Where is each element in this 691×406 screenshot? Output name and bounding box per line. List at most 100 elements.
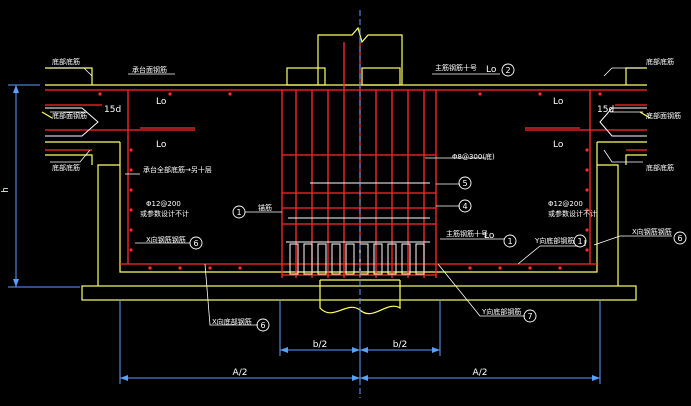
bottom-stirrup-5 — [345, 243, 355, 275]
bottom-stirrup-9 — [401, 243, 411, 275]
label-cap-rebar-note: 承台全部底筋→另十层 — [143, 165, 212, 174]
dot — [585, 208, 589, 212]
marker-7: 7 — [527, 312, 532, 321]
arrow — [432, 347, 440, 353]
lo-right-upper: Lo — [553, 97, 564, 107]
marker-texts: 2 5 4 1 1 1 6 6 6 7 — [193, 66, 682, 330]
stirrups — [286, 182, 430, 275]
marker-1-right2-circle — [573, 234, 587, 248]
dot — [468, 266, 472, 270]
marker-1-left-circle — [232, 205, 246, 219]
dot — [129, 248, 133, 252]
dot — [129, 168, 133, 172]
label-left-bar-note: 或参数设计不计 — [140, 209, 189, 218]
dot — [585, 148, 589, 152]
arrow — [352, 347, 360, 353]
label-stirrup-spec: Φ8@300(底) — [452, 152, 495, 161]
dot — [585, 228, 589, 232]
marker-2-circle — [501, 63, 515, 77]
dot — [208, 266, 212, 270]
marker-6-left-circle — [189, 236, 203, 250]
right-break — [639, 111, 651, 119]
bottom-stirrup-2 — [303, 243, 313, 275]
label-top-left-2: 承台面钢筋 — [132, 65, 167, 74]
arrow — [13, 85, 19, 93]
dot — [598, 92, 602, 96]
anchor-bends — [45, 107, 647, 137]
arrow — [120, 375, 128, 381]
leader-bot-left — [50, 149, 91, 163]
bottom-stirrup-6 — [359, 243, 369, 275]
bottom-stirrup-7 — [373, 243, 383, 275]
marker-6-right-circle — [673, 231, 687, 245]
dot — [148, 266, 152, 270]
label-x-side-bar-right: X向钢筋钢筋 — [632, 227, 672, 236]
leader-top-right-1 — [603, 67, 643, 77]
label-y-bottom-bar-center: Y向底部钢筋 — [481, 307, 521, 316]
dot — [98, 92, 102, 96]
anchor-len-left: 15d — [104, 105, 121, 115]
dot — [129, 208, 133, 212]
lo-left-lower: Lo — [156, 140, 167, 150]
dot — [538, 92, 542, 96]
label-top-right-1: 底部底筋 — [646, 57, 674, 66]
leaders — [50, 67, 672, 326]
markers — [189, 63, 687, 332]
leader-m6-bottom — [204, 263, 258, 326]
marker-1-left: 1 — [236, 208, 241, 217]
label-right-bar-spec: Φ12@200 — [548, 200, 583, 208]
leader-m7 — [437, 263, 525, 317]
lo-labels: Lo Lo Lo Lo Lo Lo 15d 15d — [104, 65, 614, 241]
dot — [178, 266, 182, 270]
lo-top: Lo — [486, 65, 497, 75]
marker-1-right-circle — [503, 234, 517, 248]
dim-half-b-left: b/2 — [313, 340, 327, 350]
left-beam-upper — [45, 67, 93, 85]
dot — [528, 266, 532, 270]
arrow — [360, 347, 368, 353]
marker-6-left: 6 — [193, 239, 198, 248]
label-x-side-bar-left: X向钢筋钢筋 — [146, 235, 186, 244]
left-break — [41, 111, 53, 119]
marker-5-circle — [458, 176, 472, 190]
bottom-stirrup-4 — [331, 243, 341, 275]
left-beam-lower — [45, 154, 93, 165]
label-anchor-bar: 锚筋 — [258, 203, 272, 212]
marker-6-bottom: 6 — [260, 321, 265, 330]
label-right-bar-note: 或参数设计不计 — [548, 209, 597, 218]
label-mid-left-1: 底部面钢筋 — [52, 111, 87, 120]
marker-1-right2: 1 — [577, 237, 582, 246]
pedestal-left — [286, 67, 326, 86]
dot — [558, 266, 562, 270]
dim-h-text: h — [1, 187, 11, 193]
dot — [478, 92, 482, 96]
marker-2: 2 — [505, 66, 510, 75]
label-top-left-1: 底部底筋 — [52, 57, 80, 66]
dot — [238, 266, 242, 270]
dot — [129, 228, 133, 232]
right-wall — [596, 142, 619, 286]
bottom-stirrup-10 — [415, 243, 425, 275]
dimension-texts: h b/2 b/2 A/2 A/2 — [1, 187, 487, 378]
arrow — [592, 375, 600, 381]
right-anchor-bend — [599, 107, 647, 137]
dim-half-b-right: b/2 — [393, 340, 407, 350]
bottom-stirrup-3 — [317, 243, 327, 275]
bottom-stirrup-8 — [387, 243, 397, 275]
dot — [585, 248, 589, 252]
lo-right-lower: Lo — [553, 140, 564, 150]
lo-left-upper: Lo — [156, 97, 167, 107]
leader-y-right — [517, 245, 578, 265]
anchor-len-right: 15d — [597, 105, 614, 115]
left-wall — [97, 142, 121, 286]
marker-6-bottom-circle — [256, 318, 270, 332]
label-bot-left-1: 底部底筋 — [52, 163, 80, 172]
dot — [228, 92, 232, 96]
lo-right-main: Lo — [484, 231, 495, 241]
label-bot-right-1: 底部底筋 — [646, 163, 674, 172]
arrow — [13, 279, 19, 287]
label-right-main-bar: 主筋钢筋十号 — [446, 229, 488, 238]
text-labels: 底部底筋 承台面钢筋 底部面钢筋 底部底筋 承台全部底筋→另十层 Φ12@200… — [52, 57, 681, 326]
marker-4: 4 — [462, 202, 467, 211]
